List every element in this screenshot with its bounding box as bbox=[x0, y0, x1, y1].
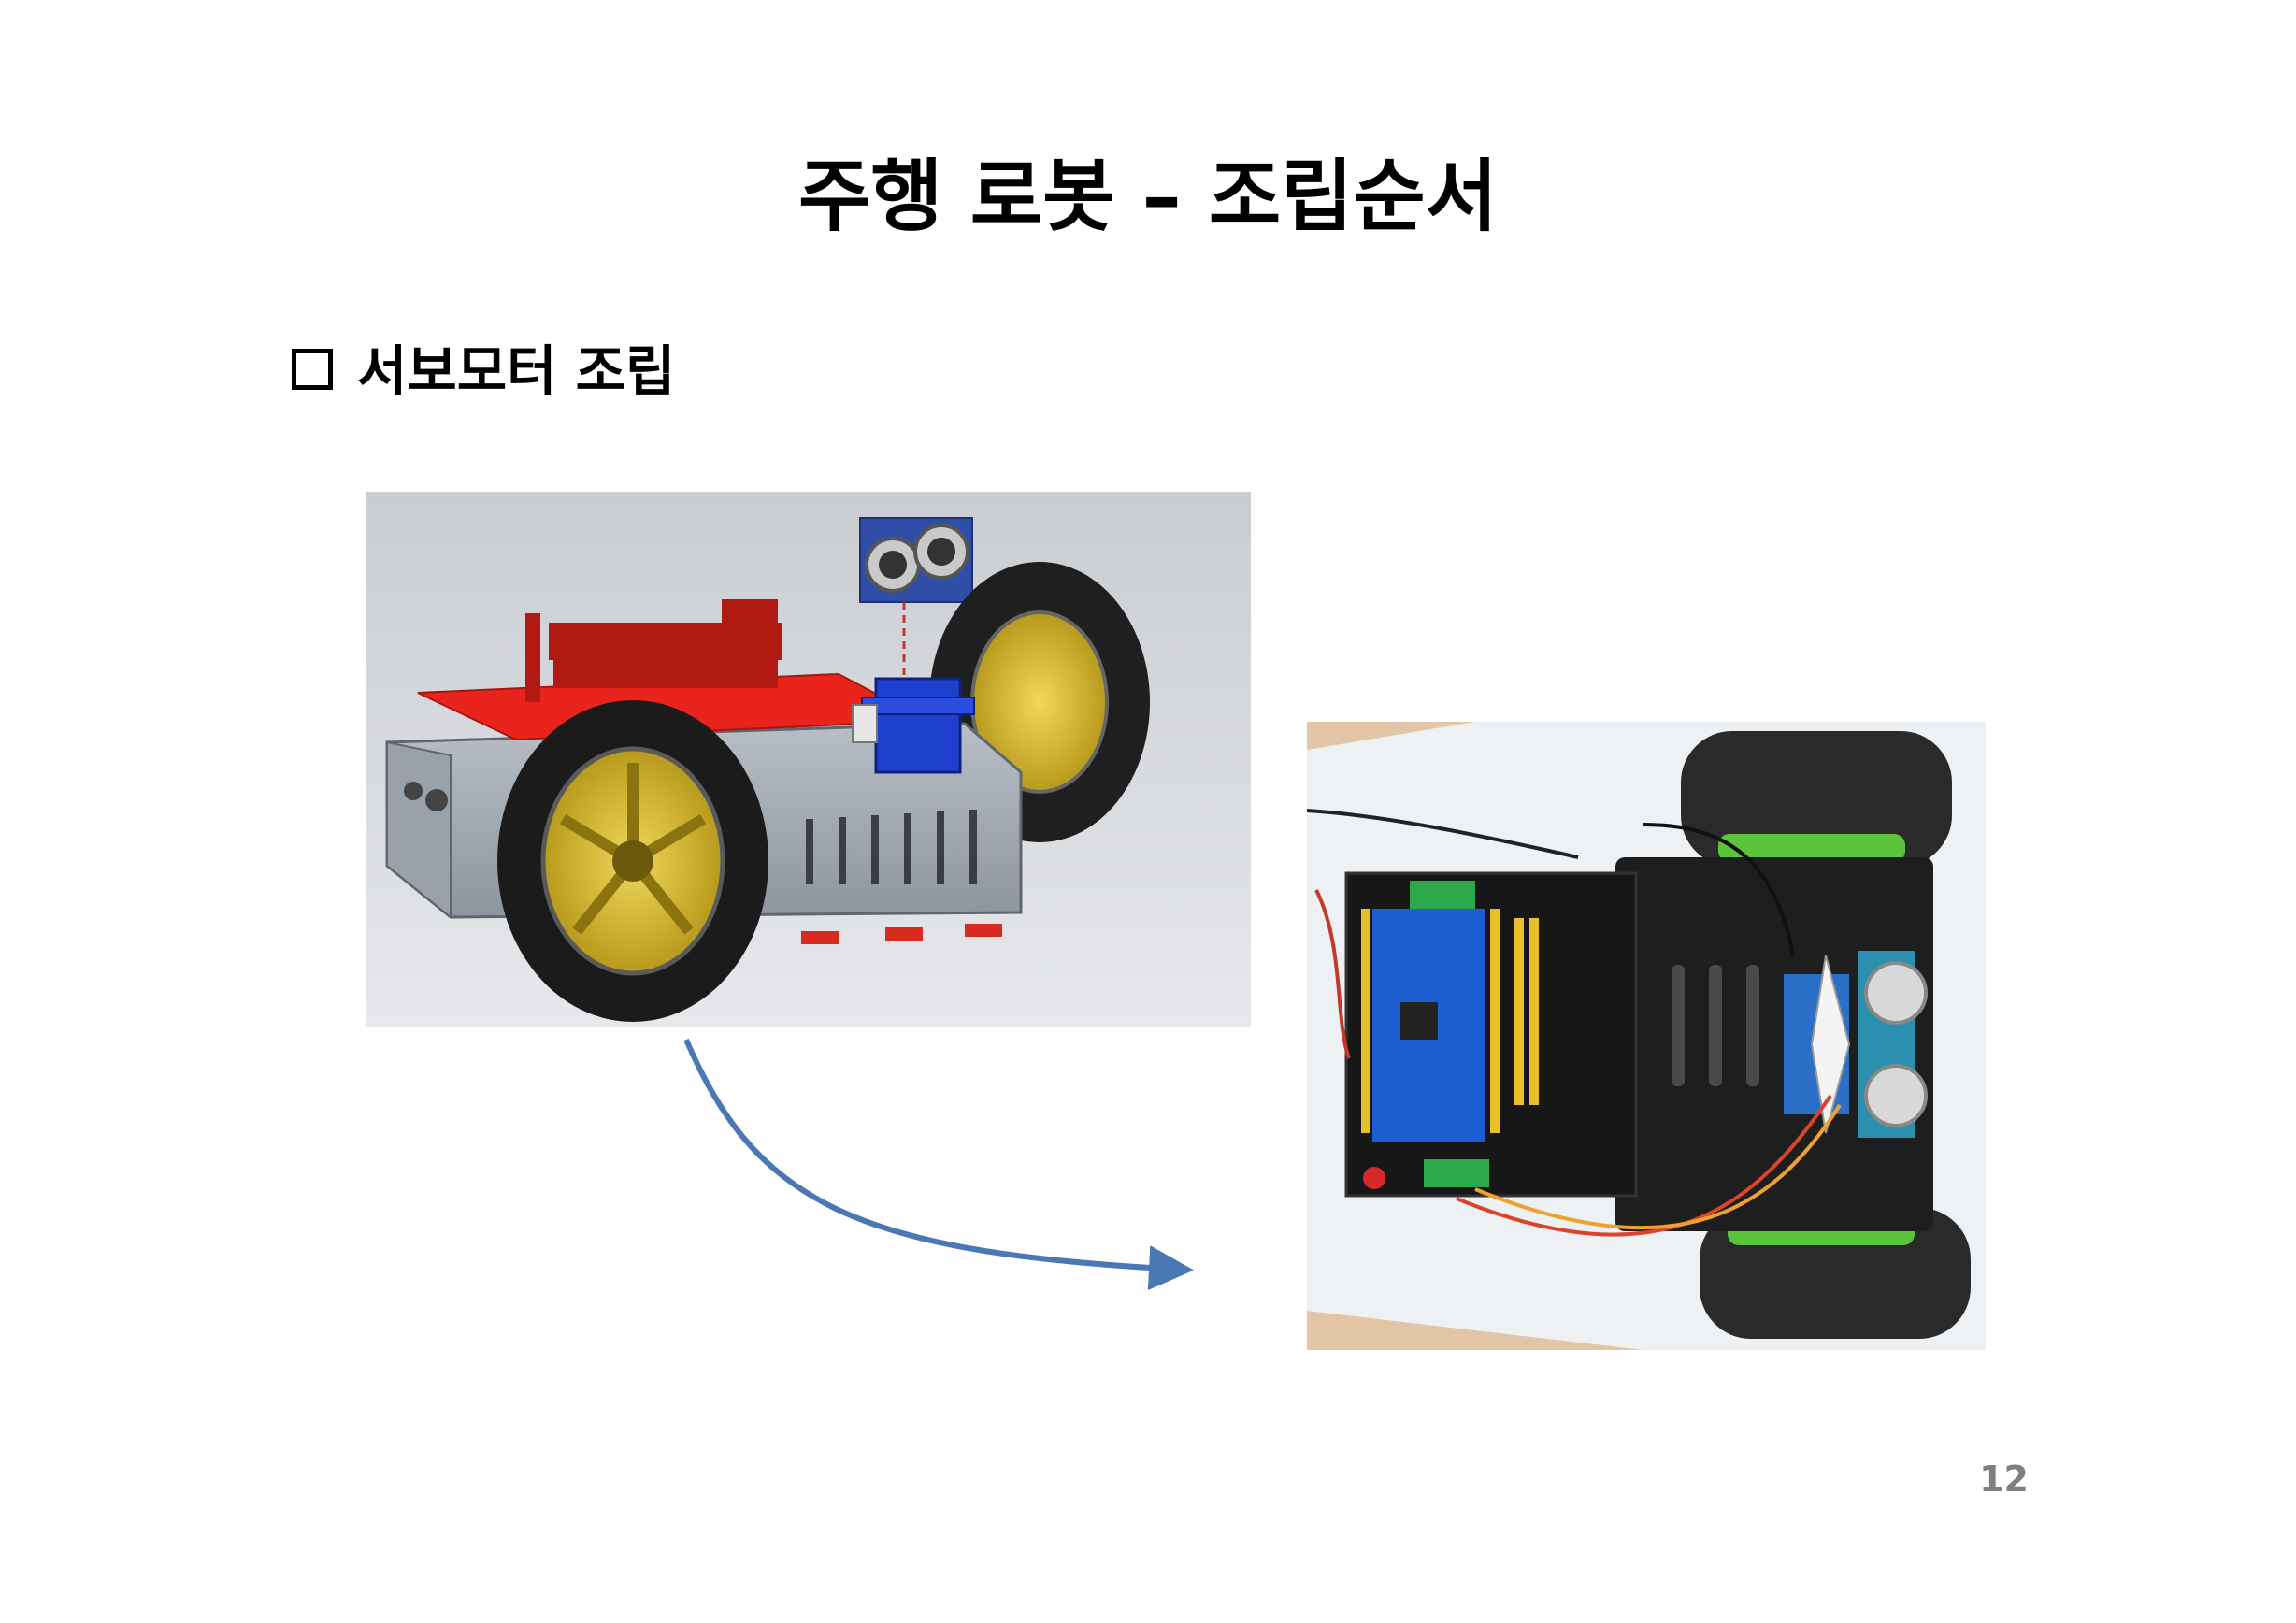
assembled-robot-photo bbox=[1307, 722, 1986, 1350]
slide-title: 주행 로봇 – 조립순서 bbox=[798, 151, 1498, 242]
cad-render-image bbox=[366, 492, 1251, 1027]
page-number: 12 bbox=[1979, 1458, 2029, 1500]
flow-arrow bbox=[683, 1038, 1194, 1291]
section-heading-label: 서보모터 조립 bbox=[357, 339, 676, 403]
square-bullet-icon bbox=[292, 349, 333, 390]
section-heading: 서보모터 조립 bbox=[292, 329, 675, 404]
